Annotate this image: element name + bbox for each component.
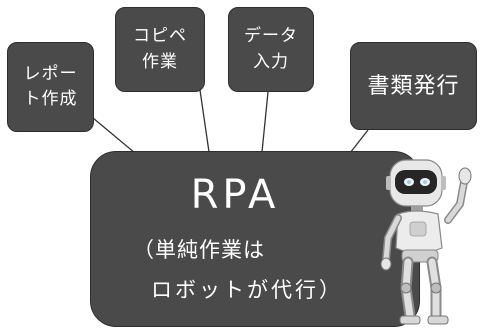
task-copy-line1: コピペ <box>133 26 187 46</box>
task-data-line2: 入力 <box>253 51 289 72</box>
task-report-line1: レポー <box>23 63 78 84</box>
rpa-subtitle-line1: （単純作業は <box>133 238 265 262</box>
rpa-title: RPA <box>190 172 280 218</box>
task-box-documents: 書類発行 <box>350 42 477 130</box>
connector-data <box>261 91 269 153</box>
task-copy-line2: 作業 <box>142 51 178 72</box>
connector-copy <box>199 89 210 153</box>
rpa-subtitle-line2: ロボットが代行） <box>151 278 343 302</box>
rpa-center-box: RPA （単純作業は ロボットが代行） <box>90 151 420 327</box>
task-report-line2: ト作成 <box>23 89 78 109</box>
connector-docs <box>349 129 369 154</box>
robot-icon <box>380 159 472 325</box>
task-data-line1: データ <box>244 26 298 46</box>
task-box-report: レポー ト作成 <box>7 42 94 132</box>
task-box-copy-paste: コピペ 作業 <box>115 7 205 92</box>
task-box-data-entry: データ 入力 <box>228 7 314 92</box>
connector-report <box>92 117 136 154</box>
task-docs-label: 書類発行 <box>367 73 460 99</box>
